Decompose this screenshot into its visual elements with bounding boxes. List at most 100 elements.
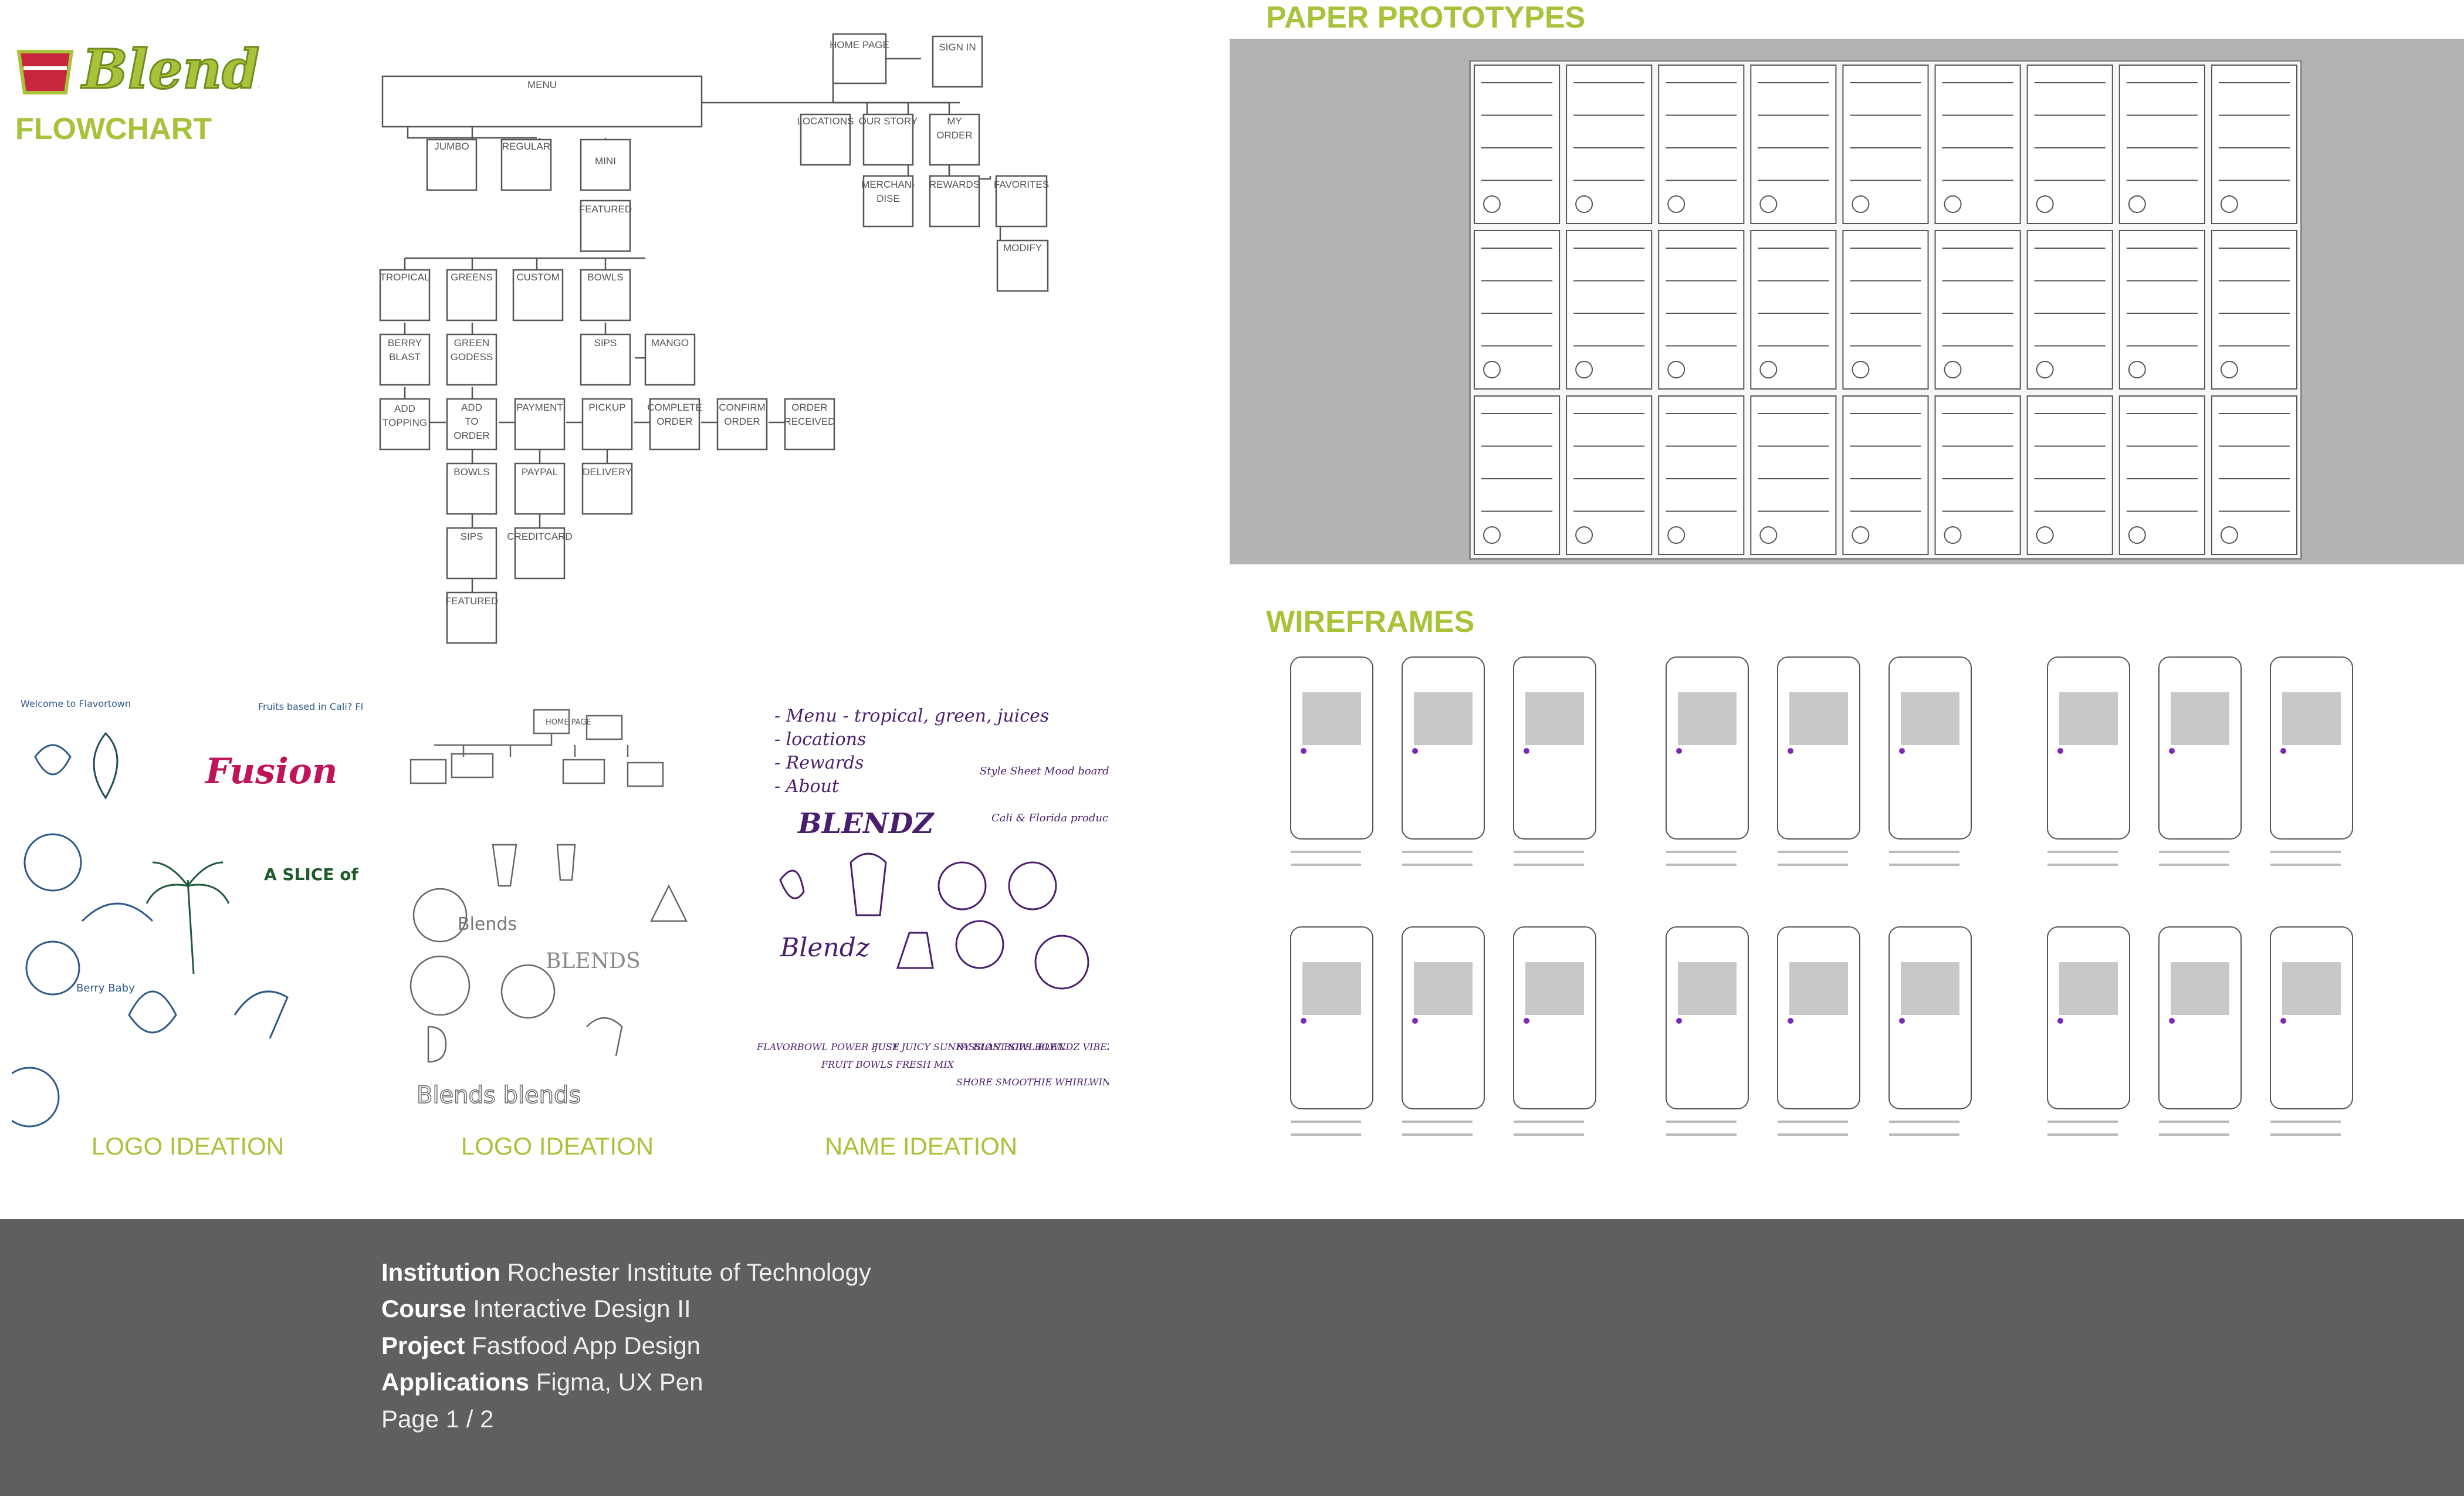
svg-text:- Menu - tropical, green, juic: - Menu - tropical, green, juices	[774, 706, 1049, 726]
fc-node-greens: GREENS	[446, 269, 497, 321]
fc-node-payment: PAYMENT	[514, 398, 566, 451]
svg-text:BLAST: BLAST	[389, 351, 421, 363]
wireframe-note-line	[2047, 851, 2118, 853]
paper-sketch-card	[2211, 65, 2298, 224]
svg-text:BLENDZ: BLENDZ	[797, 807, 935, 840]
fc-node-signin: SIGN IN	[932, 35, 983, 88]
wireframe-note-line	[1666, 1133, 1737, 1136]
wireframe-placeholder	[1525, 962, 1584, 1015]
paper-sketch-circle	[1667, 195, 1685, 213]
svg-text:CUSTOM: CUSTOM	[516, 272, 559, 283]
wireframe-phone	[1888, 926, 1972, 1109]
paper-sketch-card	[1658, 395, 1745, 555]
svg-text:FEATURED: FEATURED	[445, 595, 498, 607]
fc-node-pickup: PICKUP	[581, 398, 633, 451]
fc-node-modify: MODIFY	[996, 239, 1049, 292]
svg-text:Berry Baby: Berry Baby	[76, 982, 135, 994]
wireframe-note-line	[1889, 1133, 1959, 1136]
wireframe-hotspot	[2169, 748, 2175, 754]
svg-text:ORDER: ORDER	[936, 130, 972, 141]
wireframe-hotspot	[1899, 748, 1905, 754]
paper-sketch-circle	[2036, 526, 2054, 544]
paper-sketch-circle	[1667, 526, 1685, 544]
wireframe-phone	[2270, 656, 2353, 840]
wireframe-note-line	[1666, 851, 1737, 853]
wireframe-hotspot	[1412, 1018, 1418, 1024]
wireframe-placeholder	[2059, 692, 2118, 745]
paper-sketch-circle	[2128, 195, 2146, 213]
wireframe-phone	[2158, 656, 2242, 840]
wireframe-note-line	[1291, 1133, 1361, 1136]
wireframe-note-line	[2270, 1121, 2341, 1123]
svg-text:JUMBO: JUMBO	[434, 141, 469, 152]
wireframe-placeholder	[1302, 692, 1361, 745]
paper-sketch-card	[2118, 230, 2205, 390]
wireframe-note-line	[2159, 1133, 2229, 1136]
fc-node-ourstory: OUR STORY	[859, 113, 918, 166]
brand-wordmark: Blends	[80, 38, 259, 101]
wireframe-note-line	[1402, 864, 1473, 866]
fc-node-sips2: SIPS	[446, 527, 497, 580]
paper-sketch-card	[1566, 395, 1653, 555]
paper-sketch-circle	[1944, 526, 1962, 544]
paper-sketch-circle	[1759, 526, 1778, 544]
wireframe-hotspot	[1788, 1018, 1793, 1024]
wireframe-phone	[1666, 926, 1749, 1109]
paper-prototypes-photo	[1469, 60, 2302, 560]
paper-sketch-card	[2026, 65, 2113, 224]
paper-sketch-card	[1474, 65, 1561, 224]
logo-ideation-sketch-2: HOME PAGE Blends BLENDS Blends blends	[409, 709, 688, 1109]
svg-text:Style Sheet Mood board type, c: Style Sheet Mood board type, color, imag…	[980, 765, 1109, 777]
svg-text:COMPLETE: COMPLETE	[647, 402, 702, 413]
wireframe-hotspot	[2169, 1018, 2175, 1024]
wireframe-phone	[1513, 926, 1596, 1109]
paper-sketch-circle	[2220, 526, 2238, 544]
course-line: Course Interactive Design II	[381, 1295, 691, 1322]
wireframe-note-line	[1889, 851, 1959, 853]
wireframe-hotspot	[1524, 1018, 1529, 1024]
fc-node-bowls2: BOWLS	[446, 462, 497, 515]
svg-text:- Rewards: - Rewards	[774, 753, 864, 773]
wireframe-note-line	[2270, 851, 2341, 853]
paper-sketch-circle	[1944, 195, 1962, 213]
paper-prototypes-title: PAPER PROTOTYPES	[1266, 1, 1586, 35]
wireframe-hotspot	[1676, 1018, 1682, 1024]
svg-text:GREEN: GREEN	[454, 337, 489, 348]
fc-node-bowls: BOWLS	[580, 269, 631, 321]
wireframe-hotspot	[2057, 748, 2063, 754]
wireframe-note-line	[2159, 851, 2229, 853]
svg-text:ADD: ADD	[394, 403, 415, 414]
paper-sketch-card	[1566, 230, 1653, 390]
paper-sketch-card	[1658, 230, 1745, 390]
paper-sketch-card	[2211, 230, 2298, 390]
svg-text:MANGO: MANGO	[651, 337, 689, 348]
wireframe-phone	[1777, 656, 1860, 840]
wireframe-note-line	[2047, 1121, 2118, 1123]
wireframe-placeholder	[1901, 962, 1959, 1015]
paper-sketch-circle	[1944, 361, 1962, 378]
paper-sketch-card	[1750, 395, 1837, 555]
paper-sketch-circle	[1852, 195, 1870, 213]
svg-text:CONFIRM: CONFIRM	[719, 402, 765, 413]
paper-sketch-card	[1750, 230, 1837, 390]
wireframe-phone	[2158, 926, 2242, 1109]
wireframe-note-line	[1889, 864, 1959, 866]
paper-sketch-card	[2026, 395, 2113, 555]
svg-text:MERCHAN-: MERCHAN-	[861, 179, 915, 190]
wireframe-phone	[1888, 656, 1972, 840]
name-ideation-caption: NAME IDEATION	[824, 1132, 1018, 1160]
fc-node-mini: MINI	[580, 138, 631, 191]
logo-ideation-caption-2: LOGO IDEATION	[461, 1132, 654, 1160]
paper-sketch-card	[1474, 230, 1561, 390]
svg-text:- locations: - locations	[774, 729, 866, 750]
paper-sketch-circle	[1483, 526, 1501, 544]
wireframe-placeholder	[1901, 692, 1959, 745]
wireframe-hotspot	[1412, 748, 1418, 754]
wireframe-placeholder	[1414, 962, 1473, 1015]
project-info-footer	[0, 1219, 2464, 1496]
svg-text:ADD: ADD	[461, 402, 482, 413]
fc-node-custom: CUSTOM	[512, 269, 564, 321]
